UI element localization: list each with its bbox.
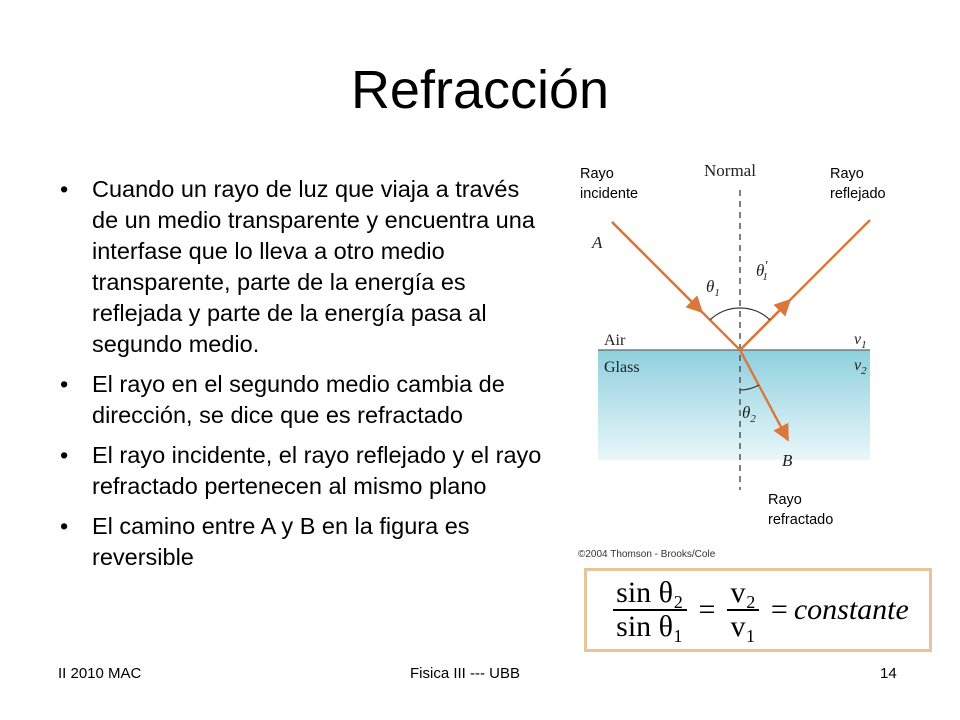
theta1-prime-label: θ′1 [756,259,768,283]
air-label: Air [604,332,626,349]
point-a-label: A [591,233,603,252]
normal-label: Normal [704,161,756,180]
v2-label: v2 [854,357,867,377]
theta2-label: θ2 [742,403,756,425]
footer-center: Fisica III --- UBB [410,665,521,682]
incident-ray-callout: Rayo incidente [580,166,639,202]
footer-left: II 2010 MAC [58,665,142,682]
theta1-arc [709,307,741,321]
glass-label: Glass [604,359,640,376]
point-b-label: B [782,451,793,470]
reflected-ray-arrow [739,298,792,351]
refracted-ray [738,349,790,442]
bullet-item: El camino entre A y B en la figura es re… [58,511,544,573]
theta2-arc [739,384,760,391]
incident-ray-arrow [611,221,704,314]
glass-region [598,350,870,460]
theta1-prime-arc [739,307,771,321]
figure-copyright: ©2004 Thomson - Brooks/Cole [578,549,716,560]
snell-formula: sin θ₂ sin θ₁ = v₂ v₁ = constante [584,568,932,652]
bullet-list: Cuando un rayo de luz que viaja a través… [58,174,544,582]
bullet-item: El rayo en el segundo medio cambia de di… [58,369,544,431]
reflected-ray-callout: Rayo reflejado [830,166,886,202]
formula-left-fraction: sin θ₂ sin θ₁ [613,578,687,642]
refraction-diagram: Normal A B Air Glass θ1 θ′1 θ2 v1 v2 [591,161,871,490]
page-number: 14 [880,665,897,682]
theta1-label: θ1 [706,277,720,299]
bullet-item: Cuando un rayo de luz que viaja a través… [58,174,544,360]
formula-right-fraction: v₂ v₁ [727,578,759,642]
bullet-item: El rayo incidente, el rayo reflejado y e… [58,440,544,502]
v1-label: v1 [854,331,867,351]
refracted-ray-callout: Rayo refractado [768,492,834,528]
formula-constant: constante [793,593,909,626]
slide-title: Refracción [350,60,610,120]
